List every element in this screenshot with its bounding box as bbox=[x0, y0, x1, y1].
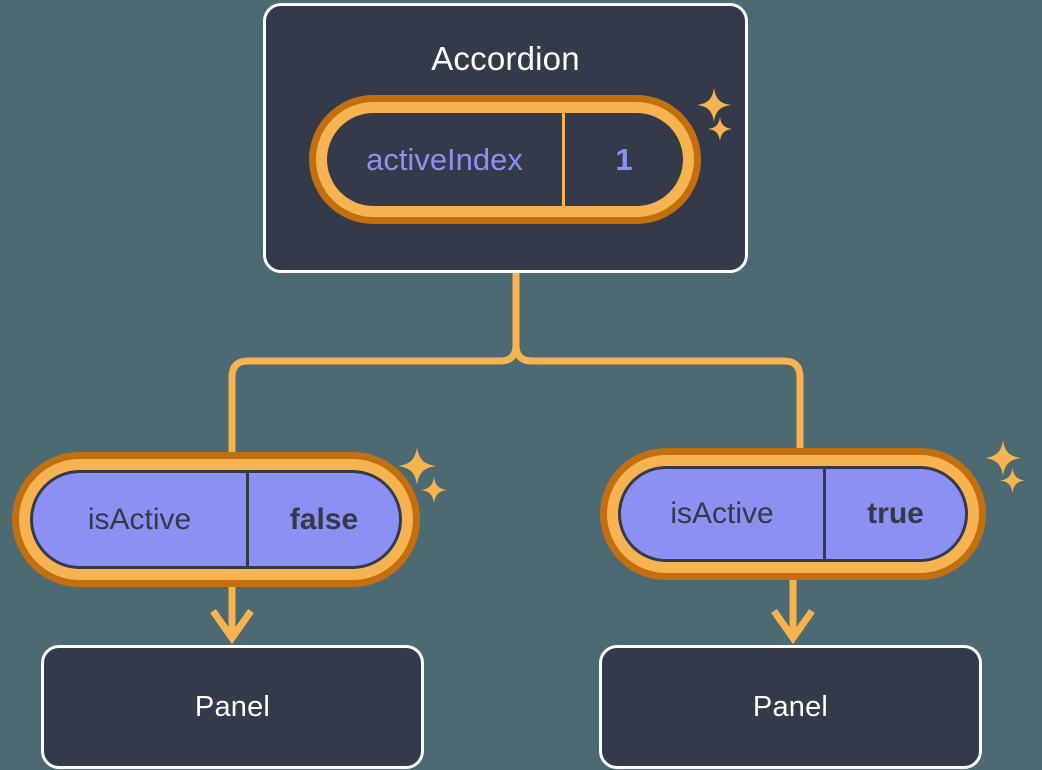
state-pill-is-active-true[interactable]: isActive true bbox=[600, 448, 986, 580]
state-key-label: activeIndex bbox=[327, 113, 565, 206]
page-title: Accordion bbox=[431, 40, 580, 77]
pill-body: isActive true bbox=[618, 466, 968, 562]
sparkle-icon bbox=[985, 440, 1021, 476]
state-value-label: 1 bbox=[615, 142, 633, 177]
panel-title: Panel bbox=[752, 690, 829, 723]
state-pill-active-index[interactable]: activeIndex 1 bbox=[309, 95, 701, 224]
connector-left-branch bbox=[228, 269, 520, 456]
state-value-label: true bbox=[867, 497, 924, 530]
pill-body: isActive false bbox=[30, 470, 402, 569]
connector-right-branch bbox=[512, 269, 804, 452]
panel-card-right[interactable]: Panel bbox=[599, 645, 982, 769]
state-key-label: isActive bbox=[33, 473, 249, 566]
state-value-label: false bbox=[289, 502, 359, 536]
state-key-label: isActive bbox=[621, 469, 826, 559]
sparkle-icon-small bbox=[421, 477, 447, 503]
arrow-down-icon-left bbox=[210, 608, 254, 645]
panel-title: Panel bbox=[194, 690, 271, 723]
panel-card-left[interactable]: Panel bbox=[41, 645, 424, 769]
state-pill-is-active-false[interactable]: isActive false bbox=[12, 452, 420, 587]
sparkle-icon-small bbox=[1000, 468, 1025, 493]
pill-body: activeIndex 1 bbox=[327, 113, 683, 206]
arrow-down-icon-right bbox=[771, 608, 815, 645]
